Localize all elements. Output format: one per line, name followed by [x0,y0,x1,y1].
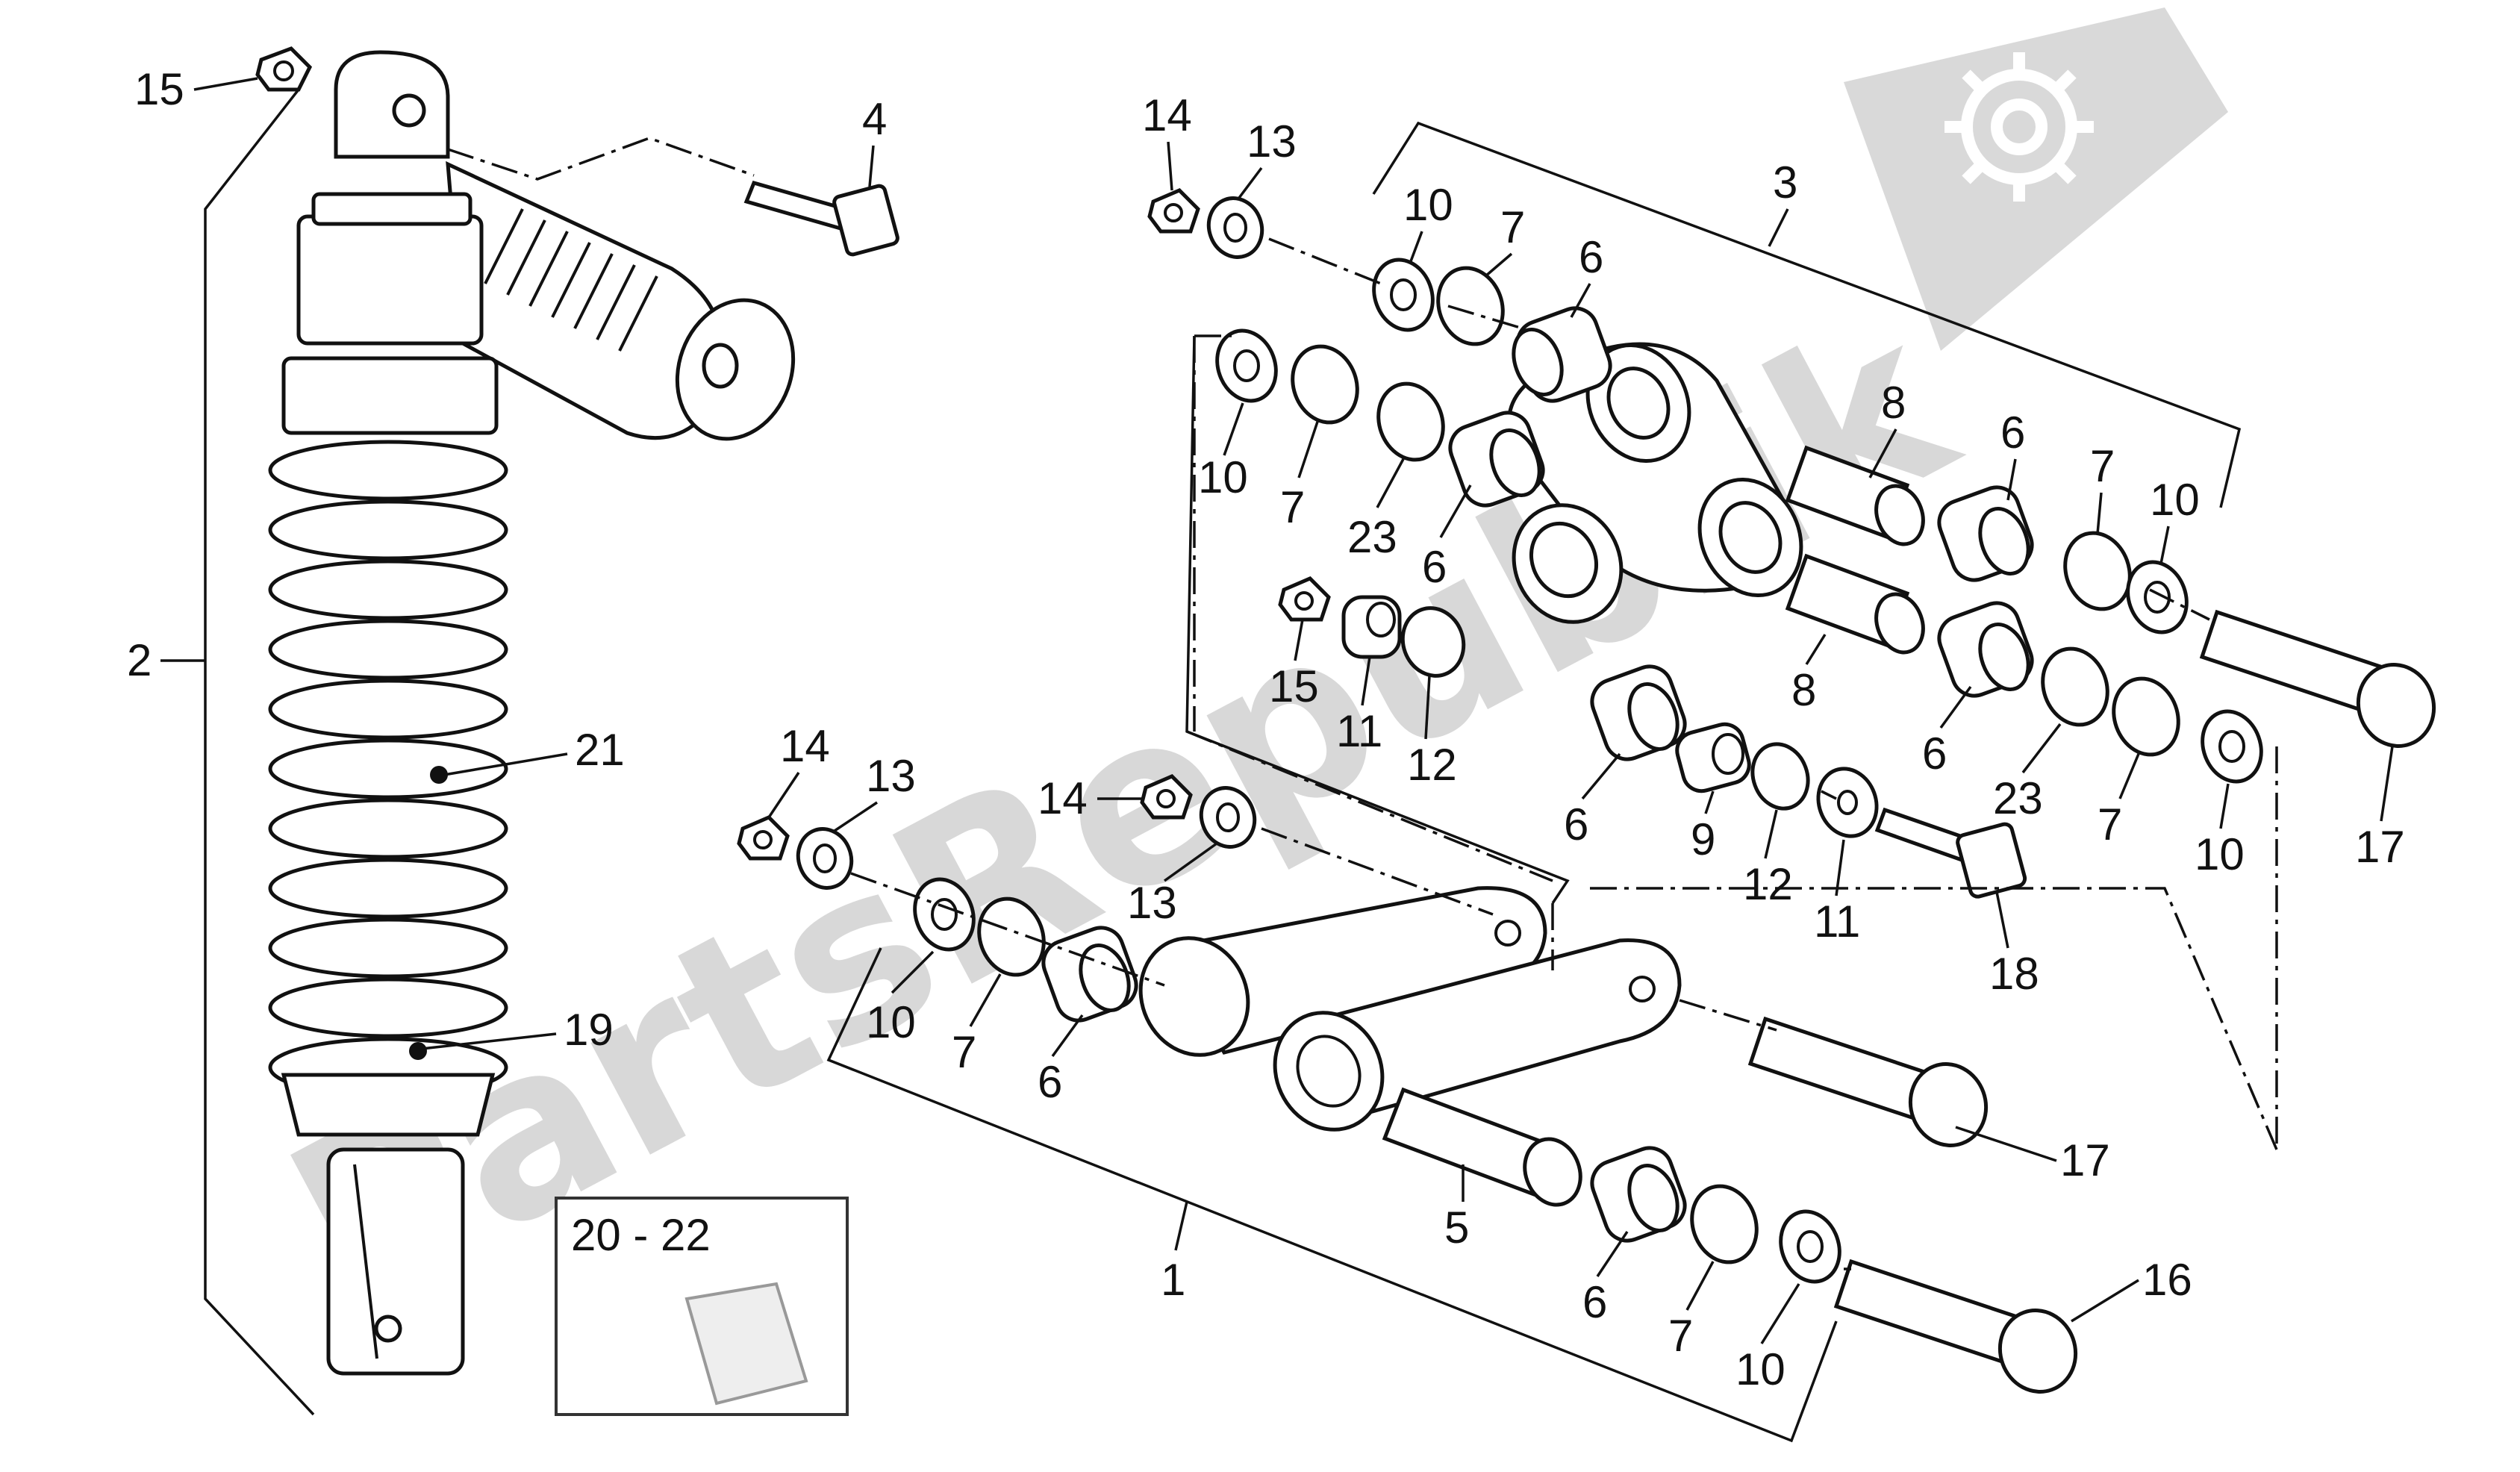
seal-ring-7-f [1690,1184,1759,1264]
washer-11-lower [1816,767,1879,838]
label-21: 21 [575,725,625,775]
washer-13-mid [1199,786,1257,849]
label-6: 6 [1564,799,1588,849]
manual-icon [684,1282,808,1406]
circlip-12-upper [1400,606,1466,678]
label-8: 8 [1791,665,1816,715]
label-7: 7 [1280,482,1305,532]
spacer-8-lower [1785,553,1925,655]
label-11: 11 [1814,896,1860,946]
washer-10-d [2201,709,2263,784]
linkage-rocker-3 [1507,342,1803,624]
label-6: 6 [1582,1277,1607,1327]
nut-15-mid [1278,576,1331,622]
label-7: 7 [1668,1311,1693,1361]
seal-ring-7-a [1436,266,1505,346]
nut-14-mid [1140,774,1193,820]
label-9: 9 [1691,814,1715,864]
label-23: 23 [1993,773,2043,823]
washer-10-e [913,877,976,952]
washer-10-f [1779,1209,1841,1284]
label-15: 15 [1269,661,1319,711]
bolt-17-lower [1747,1016,1989,1147]
label-11: 11 [1336,706,1382,756]
label-6: 6 [1579,232,1603,282]
label-13: 13 [866,751,916,801]
bush-11-upper [1341,595,1402,659]
bushing-5 [1382,1087,1582,1207]
linkage-rods-1 [1138,886,1682,1132]
nut-14-left [737,815,790,861]
label-16: 16 [2142,1255,2192,1305]
label-18: 18 [1989,949,2039,999]
label-14: 14 [1038,773,1088,823]
label-14: 14 [780,721,830,771]
callout-labels: 15 4 2 21 19 14 13 10 7 6 3 10 7 23 6 8 … [127,64,2405,1394]
label-10: 10 [2195,829,2245,879]
washer-10-b [1215,328,1278,403]
label-12: 12 [1743,859,1793,909]
rear-shock-absorber [268,50,796,1376]
label-7: 7 [952,1027,976,1077]
label-10: 10 [1735,1344,1785,1394]
pin-9 [1675,722,1751,793]
bearing-6-right-upper [1937,485,2034,582]
bearing-6-upper [1512,306,1612,403]
label-2: 2 [127,635,152,685]
bearing-6-lower-left [1590,664,1687,761]
nut-14-upper [1147,188,1200,234]
bearing-6-mid [1448,411,1545,508]
label-13: 13 [1247,116,1297,166]
circlip-12-lower [1750,742,1810,811]
seal-ring-7-b [1291,344,1359,425]
bolt-4 [743,180,899,257]
washer-10-a [1372,258,1435,332]
label-6: 6 [1922,729,1947,779]
label-10: 10 [1198,452,1248,502]
label-10: 10 [866,997,916,1047]
label-6: 6 [1038,1057,1062,1107]
label-6: 6 [1422,542,1447,592]
label-10: 10 [2150,475,2200,525]
label-7: 7 [2098,799,2122,849]
ring-23-a [1376,381,1445,462]
marker-dot-19 [409,1042,427,1060]
label-6: 6 [2000,408,2025,458]
bearing-6-lower-b [1590,1146,1687,1243]
bolt-17-upper [2199,609,2436,748]
label-23: 23 [1347,512,1397,562]
label-1: 1 [1161,1255,1185,1305]
label-19: 19 [564,1005,614,1055]
marker-dot-21 [430,766,448,784]
bolt-18 [1874,807,2027,899]
bearing-6-right-lower [1937,601,2034,698]
washer-10-c [2126,560,2189,634]
label-3: 3 [1773,158,1797,208]
label-13: 13 [1127,878,1177,928]
washer-13-upper [1206,196,1264,259]
seal-ring-7-c [2063,531,2132,611]
bolt-16 [1833,1259,2078,1394]
label-7: 7 [1500,202,1525,252]
label-4: 4 [862,94,887,144]
ring-23-b [2041,646,2109,727]
nut-15-upper [255,46,313,92]
seal-ring-7-d [2112,676,2180,757]
seal-ring-7-e [977,896,1046,977]
label-8: 8 [1881,378,1906,428]
washer-13-left [796,827,854,890]
bearing-6-left [1041,926,1138,1023]
label-17: 17 [2355,822,2405,872]
label-5: 5 [1444,1203,1469,1253]
gear-icon [1944,52,2094,202]
label-14: 14 [1142,90,1192,140]
label-12: 12 [1407,740,1457,790]
label-7: 7 [2090,441,2115,491]
kit-box-20-22: 20 - 22 [555,1197,849,1416]
kit-box-label: 20 - 22 [571,1210,711,1260]
label-17: 17 [2060,1135,2110,1185]
label-15: 15 [134,64,184,114]
label-10: 10 [1403,180,1453,230]
